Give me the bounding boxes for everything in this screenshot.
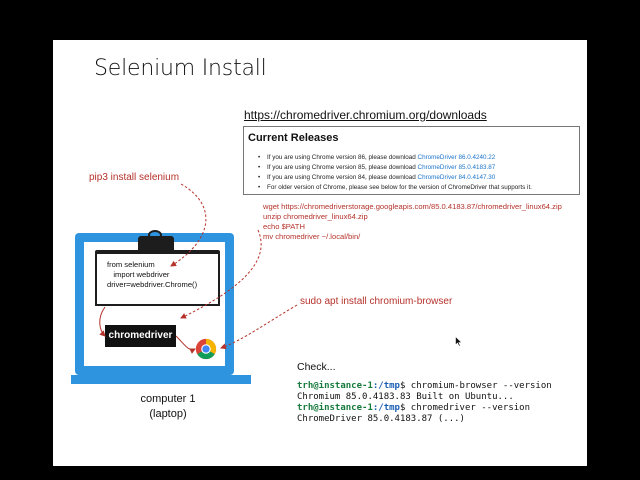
- terminal-line: trh@instance-1:/tmp$ chromium-browser --…: [297, 381, 552, 392]
- release-link[interactable]: ChromeDriver 85.0.4183.87: [417, 164, 496, 171]
- current-releases-heading: Current Releases: [248, 132, 339, 144]
- wget-arrow: [180, 229, 262, 319]
- chromedriver-box: chromedriver: [105, 325, 176, 347]
- slide-title: Selenium Install: [94, 56, 267, 81]
- release-item: If you are using Chrome version 84, plea…: [258, 173, 532, 183]
- wget-command: wget https://chromedriverstorage.googlea…: [263, 202, 562, 211]
- terminal-line: Chromium 85.0.4183.83 Built on Ubuntu...: [297, 392, 514, 402]
- terminal-line: ChromeDriver 85.0.4183.87 (...): [297, 414, 465, 424]
- current-releases-panel: Current Releases If you are using Chrome…: [243, 126, 580, 195]
- terminal-prompt: trh@instance-1: [297, 403, 373, 413]
- check-heading: Check...: [297, 361, 336, 373]
- terminal-line: trh@instance-1:/tmp$ chromedriver --vers…: [297, 403, 552, 414]
- chrome-browser-icon: [195, 338, 217, 360]
- chromedriver-download-url[interactable]: https://chromedriver.chromium.org/downlo…: [244, 108, 487, 122]
- code-line: from selenium: [107, 260, 155, 269]
- release-item-text: If you are using Chrome version 84, plea…: [267, 174, 418, 181]
- release-item: If you are using Chrome version 86, plea…: [258, 153, 532, 163]
- code-line: driver=webdriver.Chrome(): [107, 280, 198, 289]
- dashed-arrows: [99, 183, 298, 354]
- laptop-base: [71, 375, 251, 384]
- clipboard-clip-icon: [138, 236, 174, 250]
- unzip-command: unzip chromedriver_linux64.zip: [263, 212, 368, 221]
- release-item-text: For older version of Chrome, please see …: [267, 184, 532, 191]
- mv-command: mv chromedriver ~/.local/bin/: [263, 232, 361, 241]
- terminal-cwd: :/tmp: [372, 381, 400, 391]
- release-link[interactable]: ChromeDriver 86.0.4240.22: [417, 154, 496, 161]
- chromedriver-to-chrome-arrow: [175, 335, 196, 354]
- apt-arrow: [220, 304, 298, 350]
- terminal-output: trh@instance-1:/tmp$ chromium-browser --…: [297, 381, 552, 425]
- computer-label-line: (laptop): [149, 408, 187, 420]
- computer-label-line: computer 1: [140, 393, 196, 405]
- pip3-arrow: [170, 183, 207, 267]
- slide: Selenium Install https://chromedriver.ch…: [53, 40, 587, 466]
- mouse-pointer-icon: [455, 336, 463, 347]
- terminal-cwd: :/tmp: [372, 403, 400, 413]
- releases-list: If you are using Chrome version 86, plea…: [258, 153, 532, 193]
- install-commands: wget https://chromedriverstorage.googlea…: [263, 202, 562, 242]
- release-item: For older version of Chrome, please see …: [258, 183, 532, 193]
- terminal-prompt: trh@instance-1: [297, 381, 373, 391]
- code-line: import webdriver: [107, 270, 170, 279]
- terminal-command: $ chromium-browser --version: [399, 381, 552, 391]
- computer-label: computer 1 (laptop): [113, 392, 223, 422]
- release-link[interactable]: ChromeDriver 84.0.4147.30: [417, 174, 496, 181]
- code-to-chromedriver-arrow: [99, 306, 106, 337]
- clipboard-bar: [95, 250, 220, 255]
- release-item-text: If you are using Chrome version 86, plea…: [267, 154, 418, 161]
- apt-install-label: sudo apt install chromium-browser: [300, 296, 453, 307]
- pip3-install-label: pip3 install selenium: [89, 172, 180, 183]
- echo-command: echo $PATH: [263, 222, 305, 231]
- terminal-command: $ chromedriver --version: [399, 403, 530, 413]
- release-item: If you are using Chrome version 85, plea…: [258, 163, 532, 173]
- release-item-text: If you are using Chrome version 85, plea…: [267, 164, 418, 171]
